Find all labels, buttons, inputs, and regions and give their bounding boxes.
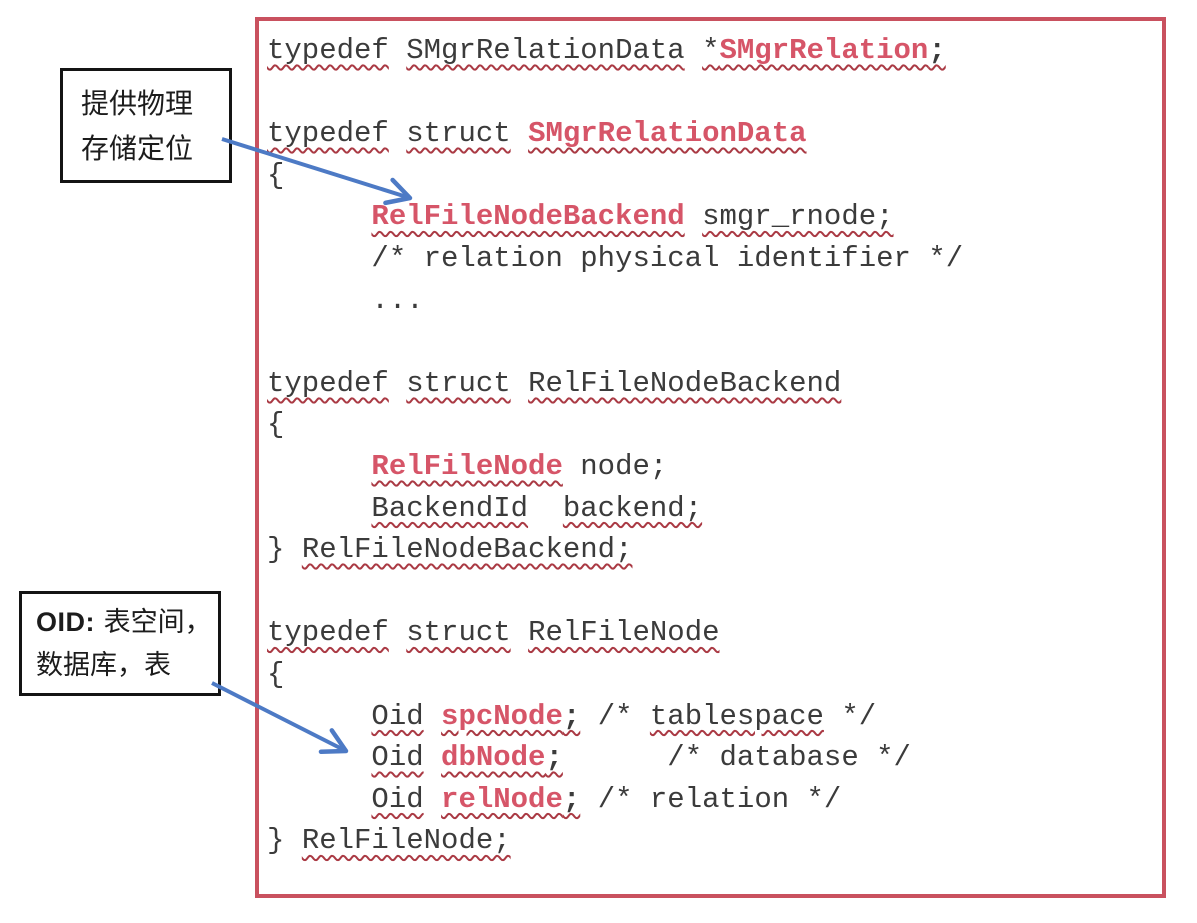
- code-line: [267, 72, 963, 114]
- code-line: RelFileNodeBackend smgr_rnode;: [371, 200, 894, 234]
- code-line: RelFileNode node;: [371, 449, 668, 483]
- annotation-box-oid: OID: 表空间， 数据库，表: [19, 591, 221, 696]
- code-line: typedef struct RelFileNodeBackend: [267, 366, 842, 400]
- annotation-box-storage: 提供物理 存储定位: [60, 68, 232, 183]
- code-line: typedef struct RelFileNode: [267, 616, 720, 650]
- annotation-oid-line2: 数据库，表: [36, 649, 171, 681]
- code-line: Oid dbNode; /* database */: [371, 741, 911, 775]
- code-line: Oid spcNode; /* tablespace */: [371, 699, 877, 733]
- code-block: typedef SMgrRelationData *SMgrRelation; …: [267, 30, 963, 862]
- annotation-oid-line1: OID: 表空间，: [36, 601, 218, 644]
- code-line: Oid relNode; /* relation */: [371, 782, 842, 816]
- oid-label: OID:: [36, 606, 95, 637]
- code-line: [267, 321, 963, 363]
- code-line: typedef struct SMgrRelationData: [267, 117, 807, 151]
- code-line: } RelFileNode;: [267, 824, 511, 858]
- code-line: /* relation physical identifier */: [371, 241, 964, 275]
- code-line: } RelFileNodeBackend;: [267, 533, 633, 567]
- annotation-storage-line1: 提供物理: [81, 86, 194, 120]
- code-line: BackendId backend;: [371, 491, 703, 525]
- code-panel: typedef SMgrRelationData *SMgrRelation; …: [255, 17, 1166, 898]
- annotation-oid-line1-rest: 表空间，: [95, 606, 212, 638]
- annotation-storage-line2: 存储定位: [81, 131, 194, 165]
- code-line: typedef SMgrRelationData *SMgrRelation;: [267, 34, 946, 67]
- code-line: {: [267, 657, 285, 691]
- code-line: ...: [371, 283, 424, 317]
- code-line: [267, 571, 963, 613]
- code-line: {: [267, 408, 285, 442]
- code-line: {: [267, 158, 285, 192]
